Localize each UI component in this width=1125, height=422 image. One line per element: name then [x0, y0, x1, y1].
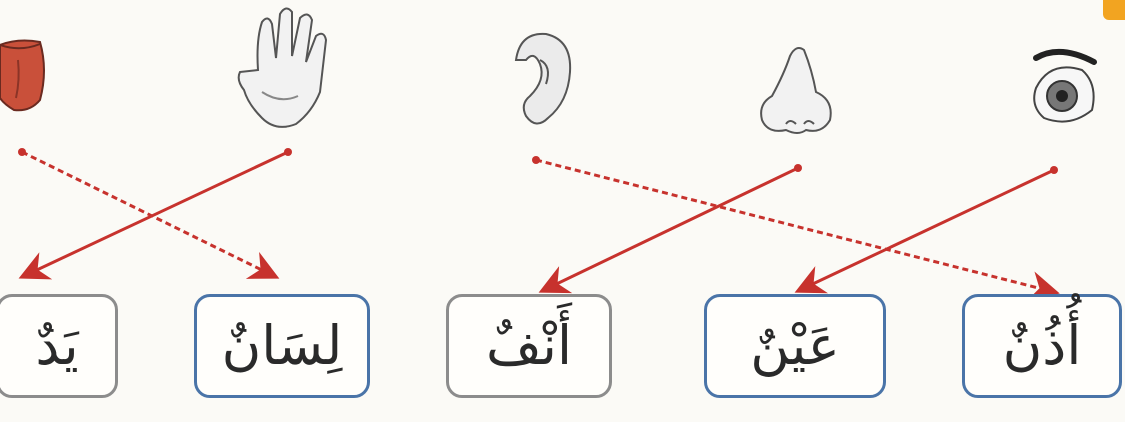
word-card-anf[interactable]: أَنْفٌ: [446, 294, 612, 398]
hand-icon: [237, 7, 328, 128]
word-card-udhun[interactable]: أُذُنٌ: [962, 294, 1122, 398]
arrow-nose-to-anf: [538, 166, 799, 294]
word-card-ayn[interactable]: عَيْنٌ: [704, 294, 886, 398]
word-anf: أَنْفٌ: [486, 314, 572, 377]
arrow-hand-to-yad: [18, 150, 289, 280]
ear-icon: [514, 32, 572, 125]
word-card-lisan[interactable]: لِسَانٌ: [194, 294, 370, 398]
word-ayn: عَيْنٌ: [750, 314, 840, 377]
word-lisan: لِسَانٌ: [221, 314, 343, 377]
nose-icon: [760, 47, 832, 134]
word-udhun: أُذُنٌ: [1002, 314, 1082, 377]
tongue-icon: [0, 39, 45, 112]
arrow-tongue-to-lisan: [21, 150, 280, 279]
eye-icon: [1033, 49, 1097, 123]
arrow-start-dots: [18, 148, 1058, 174]
page-corner-badge: [1103, 0, 1125, 20]
arrow-eye-to-ayn: [794, 168, 1055, 294]
word-card-yad[interactable]: يَدٌ: [0, 294, 118, 398]
match-arrows: [18, 150, 1060, 301]
word-yad: يَدٌ: [35, 314, 79, 377]
arrow-ear-to-udhun: [535, 158, 1060, 301]
